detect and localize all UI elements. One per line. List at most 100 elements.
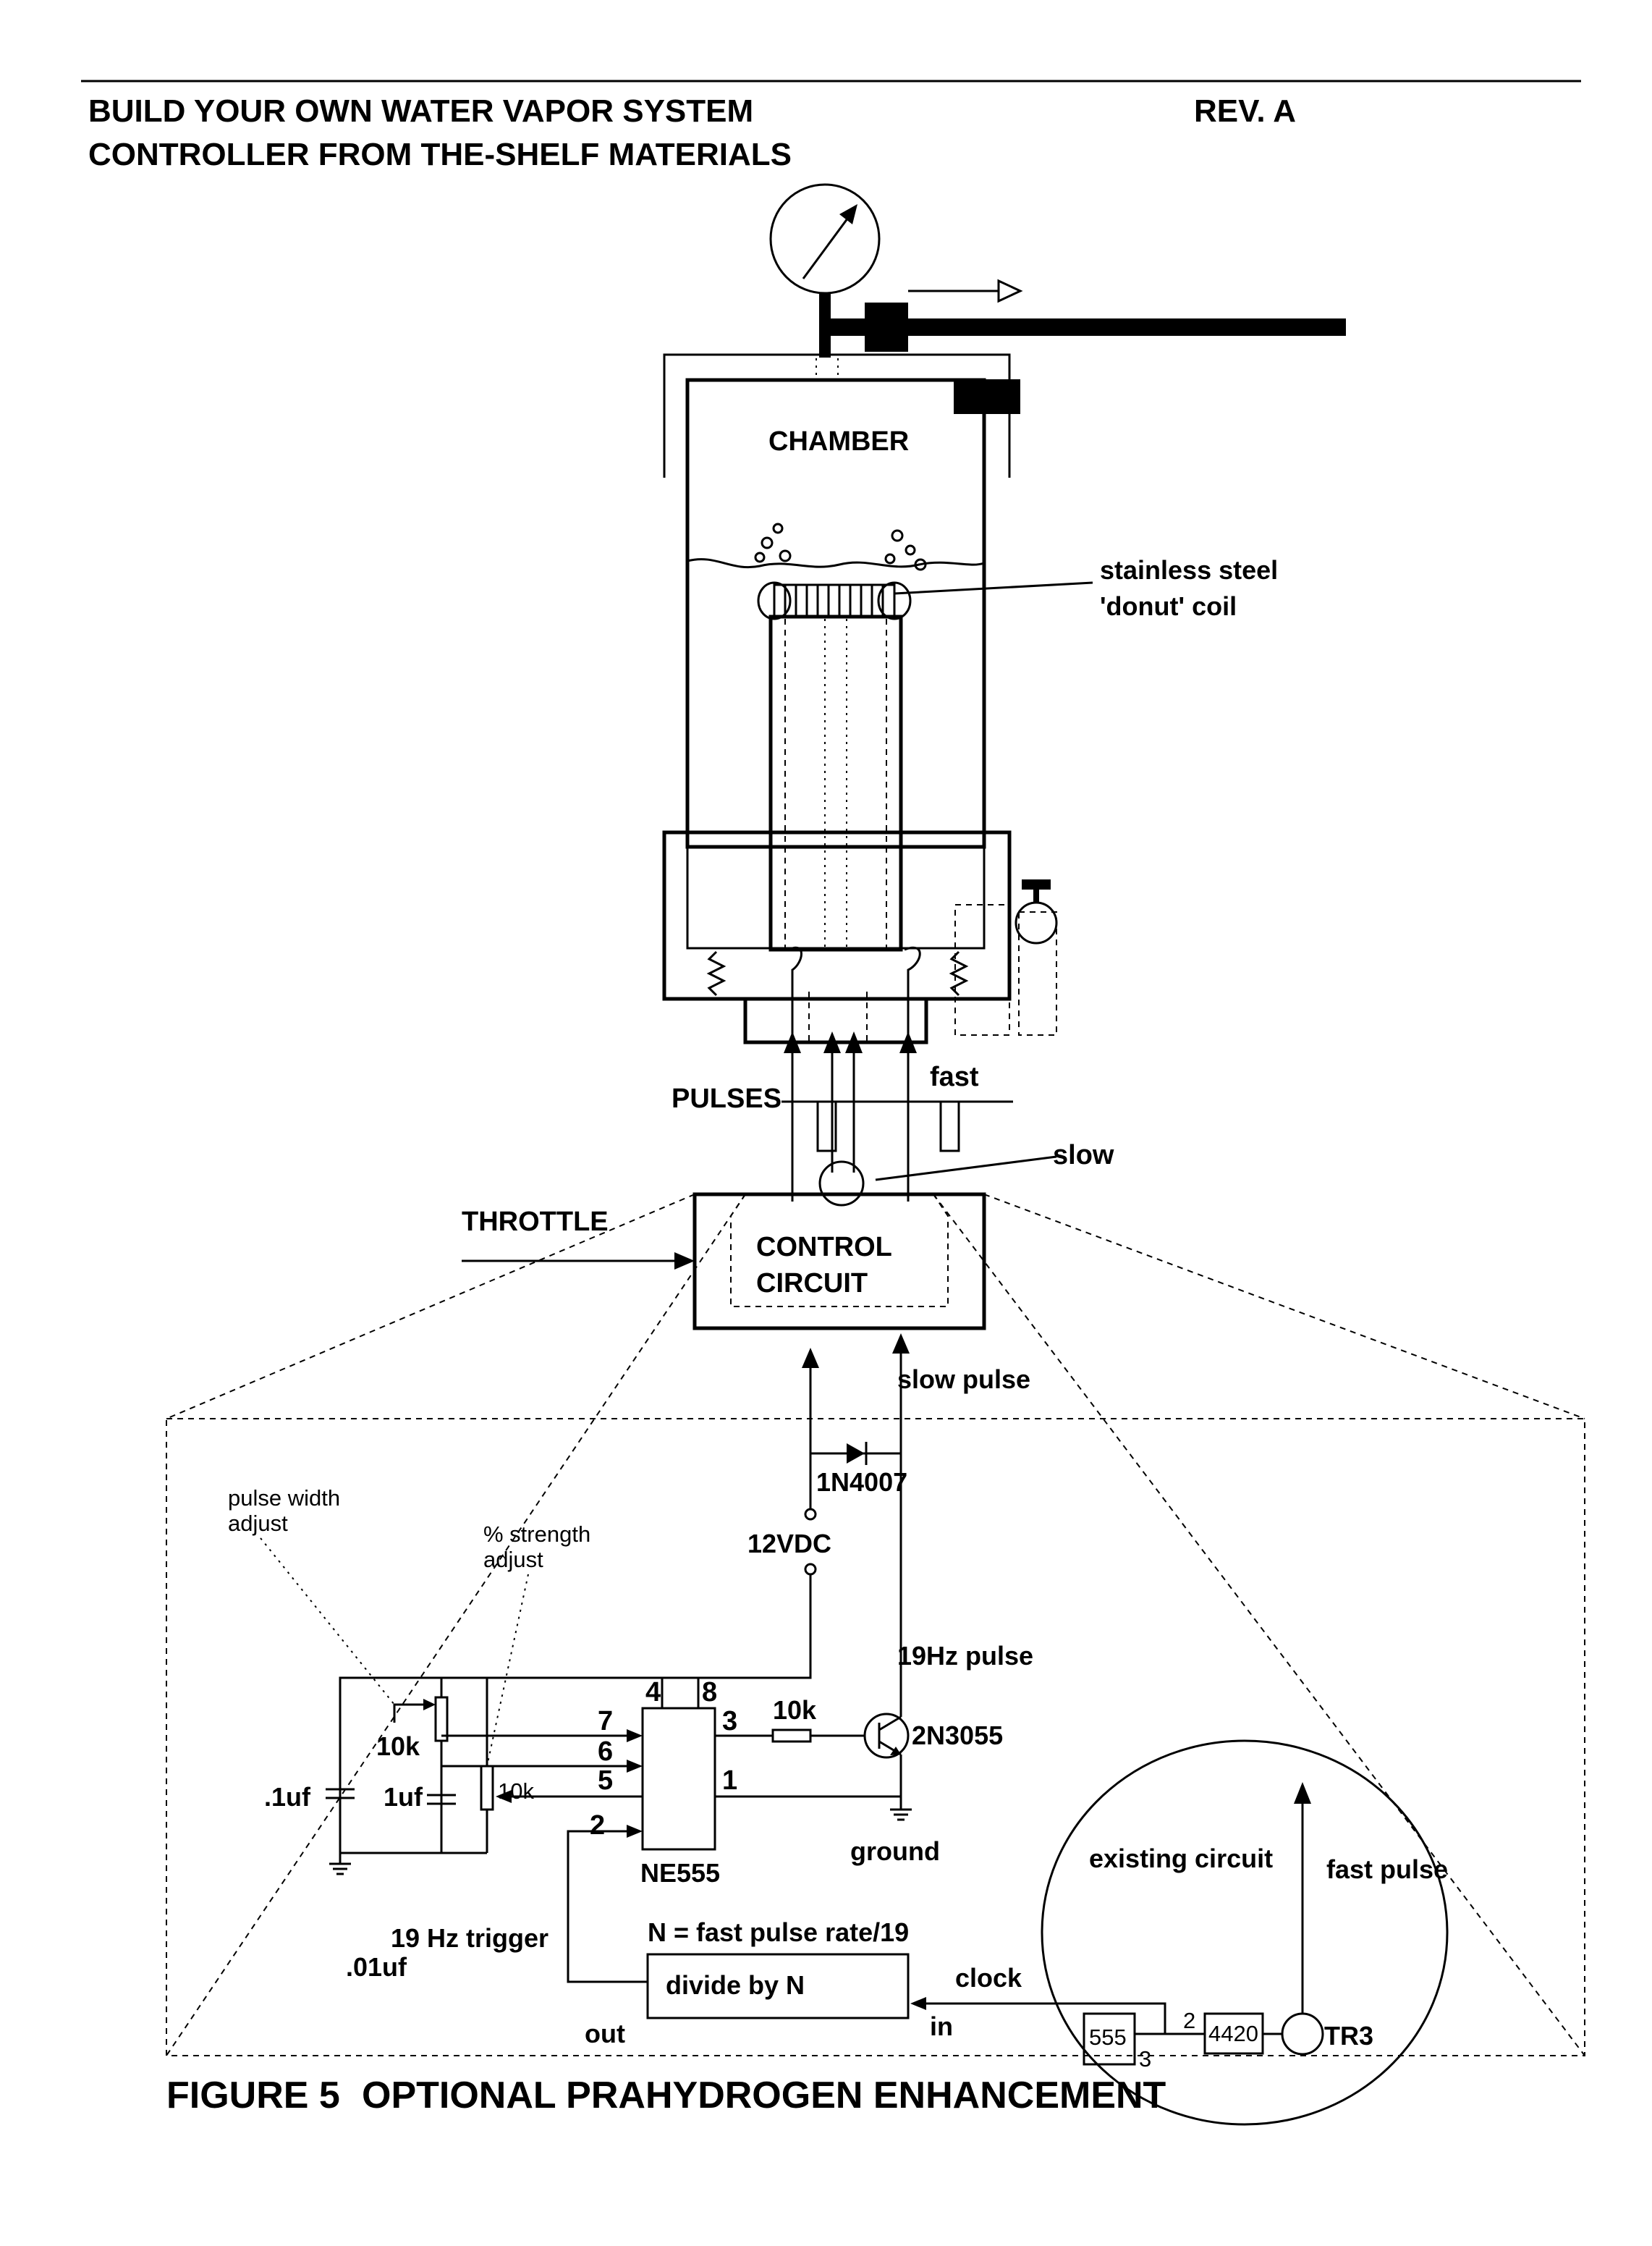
ground-icon [890,1797,912,1821]
pulse-width-pot [434,1696,449,1742]
transistor-label: 2N3055 [912,1721,1003,1750]
wiper-arrow-icon [423,1699,436,1710]
ic-555-box [1083,2012,1136,2066]
title-line-1: BUILD YOUR OWN WATER VAPOR SYSTEM [88,93,753,129]
strength-label-1: % strength [483,1521,590,1547]
coil-label-line-1: stainless steel [1100,555,1278,585]
enlargement-frame [166,1194,1585,2056]
bubble-icon [905,544,916,556]
terminal-icon [804,1508,817,1521]
schematic: slow pulse 1N4007 12VDC NE555 4 8 7 6 5 … [228,1333,1449,2126]
control-label-line-1: CONTROL [756,1232,892,1262]
bubbles [754,523,927,571]
arrow-left-icon [910,1997,926,2010]
header: BUILD YOUR OWN WATER VAPOR SYSTEM CONTRO… [81,80,1581,172]
bubble-icon [914,558,927,571]
pot2-label: 10k [498,1778,534,1804]
bubble-icon [761,536,774,549]
n-formula-label: N = fast pulse rate/19 [648,1917,909,1947]
fast-waveform [816,1102,960,1152]
ic-555-pin-label: 3 [1139,2046,1151,2072]
arrow-up-icon [845,1031,863,1053]
pulse-width-leader [260,1537,395,1705]
pin-6-label: 6 [598,1736,613,1767]
gauge-dial-icon [769,183,881,295]
bubble-icon [884,553,896,565]
bubble-icon [779,549,792,562]
fast-label: fast [930,1062,979,1092]
zoom-line-2 [983,1194,1585,1419]
diode-label: 1N4007 [816,1467,907,1497]
enlargement-box [166,1418,1585,2056]
ic-4420-label: 4420 [1208,2021,1258,2046]
ne555-label: NE555 [640,1858,720,1888]
base-flange [662,830,1012,1001]
chamber: CHAMBER stainless steel 'donut' coil [662,353,1278,1064]
drain-stem [1033,887,1039,903]
pot1-wiper [393,1703,433,1723]
chamber-label: CHAMBER [768,426,909,457]
diode-icon [847,1443,865,1464]
bubble-icon [891,529,904,542]
bubble-icon [772,523,784,534]
drain-valve [954,879,1058,1036]
pin-7-label: 7 [598,1706,613,1736]
base-resistor [771,1728,812,1743]
pin-1-wire [715,1755,902,1798]
arrow-left-icon [496,1790,512,1803]
ic-555-label: 555 [1089,2025,1127,2050]
outlet-pipe [825,318,1346,336]
trigger-label: 19 Hz trigger [391,1923,548,1953]
ic-4420-pin-label: 2 [1183,2008,1195,2033]
in-label: in [930,2011,953,2041]
flow-arrow-head-icon [997,279,1023,303]
cap3-label: .01uf [346,1952,407,1982]
pin-5-label: 5 [598,1765,613,1796]
arrow-up-icon [1294,1782,1311,1804]
coil-label-line-2: 'donut' coil [1100,591,1237,621]
pulse-width-label-1: pulse width [228,1485,340,1511]
slow-pulse-label: slow pulse [897,1364,1030,1394]
pin-3-label: 3 [722,1706,737,1736]
coil-turns [784,585,884,617]
divide-by-n-box [646,1953,910,2019]
strength-leader [486,1574,529,1767]
electrode-lead-left [788,946,802,1064]
pulse-lines: PULSES fast slow [672,992,1114,1207]
arrow-up-icon [823,1031,841,1053]
coil-winding [773,583,896,618]
electrode-lead-right [904,946,921,1064]
gauge-needle-tip [839,204,857,224]
drain-column [1018,911,1057,1036]
throttle-label: THROTTLE [462,1207,609,1237]
title-line-2: CONTROLLER FROM THE-SHELF MATERIALS [88,137,792,172]
vapor-outlet [825,279,1346,352]
coil-ring [877,581,912,620]
cap1-label: .1uf [264,1782,311,1812]
figure-caption: FIGURE 5 OPTIONAL PRAHYDROGEN ENHANCEMEN… [166,2074,1166,2116]
arrow-up-icon [802,1348,819,1368]
clock-label: clock [955,1963,1022,1993]
pulse-width-label-2: adjust [228,1511,288,1536]
existing-circuit-label: existing circuit [1089,1844,1273,1873]
coil-leader-line [894,581,1093,595]
ground-icon [329,1853,351,1875]
coil-ring [757,581,792,620]
inner-electrode [768,615,903,952]
arrow-up-icon [899,1031,917,1053]
supply-label: 12VDC [747,1529,831,1558]
slow-label: slow [1053,1140,1114,1170]
out-label: out [585,2019,625,2048]
transistor-icon [863,1713,910,1759]
base-resistor-label: 10k [773,1695,817,1725]
arrow-right-icon [627,1729,643,1742]
cap2-label: 1uf [384,1782,423,1812]
arrow-right-icon [627,1760,643,1773]
base-plug [743,997,928,1044]
strength-label-2: adjust [483,1547,543,1572]
figure-number: FIGURE 5 [166,2074,340,2116]
terminal-icon [804,1563,817,1576]
gauge-needle [802,209,855,279]
control-box [692,1192,986,1330]
